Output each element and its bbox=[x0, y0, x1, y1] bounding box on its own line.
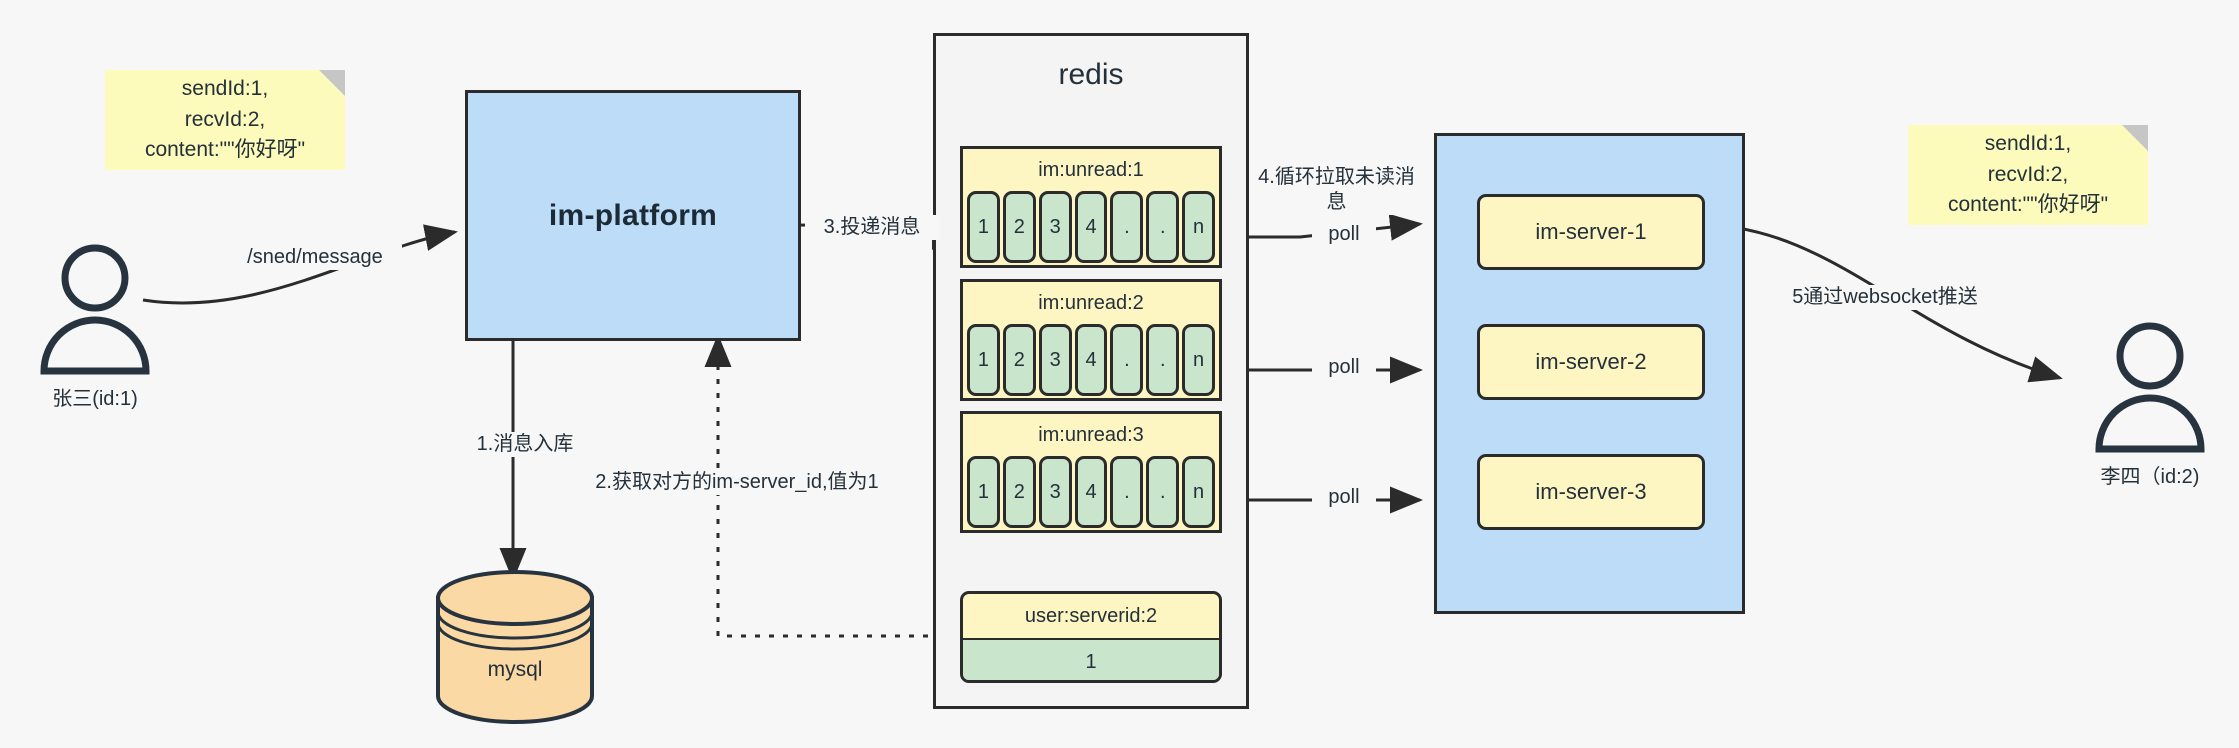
queue-cell[interactable]: 3 bbox=[1038, 324, 1072, 396]
queue-cell[interactable]: . bbox=[1146, 456, 1180, 528]
queue-cell[interactable]: 2 bbox=[1002, 324, 1036, 396]
redis-user-serverid-key: user:serverid:2 bbox=[963, 594, 1219, 640]
edge-label-step1: 1.消息入库 bbox=[448, 432, 602, 457]
note-fold-icon bbox=[2122, 125, 2148, 151]
sender-avatar bbox=[30, 240, 160, 375]
queue-cell[interactable]: 3 bbox=[1038, 191, 1072, 263]
queue-cell[interactable]: . bbox=[1110, 456, 1144, 528]
mysql-database[interactable]: mysql bbox=[430, 570, 600, 725]
im-server-1-label: im-server-1 bbox=[1535, 219, 1647, 244]
queue-cell[interactable]: 1 bbox=[967, 191, 1000, 263]
user-icon bbox=[40, 244, 150, 375]
edge-redis-kv-to-platform bbox=[704, 334, 956, 638]
edge-sender-to-platform bbox=[142, 224, 458, 305]
edge-label-step2: 2.获取对方的im-server_id,值为1 bbox=[570, 470, 904, 495]
im-server-2-label: im-server-2 bbox=[1535, 349, 1647, 374]
edge-label-step5: 5通过websocket推送 bbox=[1778, 285, 1992, 310]
edge-label-poll-1: poll bbox=[1312, 222, 1376, 247]
im-server-3-label: im-server-3 bbox=[1535, 479, 1647, 504]
receiver-label: 李四（id:2) bbox=[2100, 466, 2200, 488]
queue-cell[interactable]: 3 bbox=[1038, 456, 1072, 528]
im-server-3-box[interactable]: im-server-3 bbox=[1477, 454, 1705, 530]
im-server-1-box[interactable]: im-server-1 bbox=[1477, 194, 1705, 270]
queue-cell[interactable]: n bbox=[1182, 456, 1216, 528]
edge-label-poll-2: poll bbox=[1312, 355, 1376, 380]
edge-label-step4: 4.循环拉取未读消 息 bbox=[1252, 165, 1421, 215]
queue-cell[interactable]: . bbox=[1146, 191, 1180, 263]
redis-user-serverid-value: 1 bbox=[963, 640, 1219, 680]
redis-container: redis im:unread:1 1 2 3 4 . . n im:unrea… bbox=[933, 33, 1249, 709]
queue-cell[interactable]: 4 bbox=[1074, 456, 1108, 528]
im-platform-label: im-platform bbox=[548, 198, 718, 232]
queue-cell[interactable]: 4 bbox=[1074, 191, 1108, 263]
redis-queue-3-cells: 1 2 3 4 . . n bbox=[963, 456, 1219, 532]
user-icon bbox=[2095, 322, 2205, 453]
redis-user-serverid-entry[interactable]: user:serverid:2 1 bbox=[960, 591, 1222, 683]
sticky-note-left: sendId:1, recvId:2, content:""你好呀" bbox=[105, 70, 345, 170]
queue-cell[interactable]: n bbox=[1182, 191, 1216, 263]
redis-queue-2-key: im:unread:2 bbox=[1038, 292, 1144, 314]
redis-queue-1-key: im:unread:1 bbox=[1038, 159, 1144, 181]
sticky-note-right: sendId:1, recvId:2, content:""你好呀" bbox=[1908, 125, 2148, 225]
queue-cell[interactable]: 2 bbox=[1002, 456, 1036, 528]
redis-queue-1-cells: 1 2 3 4 . . n bbox=[963, 191, 1219, 267]
edge-label-send-message: /sned/message bbox=[228, 245, 402, 270]
redis-queue-1[interactable]: im:unread:1 1 2 3 4 . . n bbox=[960, 146, 1222, 268]
queue-cell[interactable]: 4 bbox=[1074, 324, 1108, 396]
redis-queue-3[interactable]: im:unread:3 1 2 3 4 . . n bbox=[960, 411, 1222, 533]
queue-cell[interactable]: . bbox=[1146, 324, 1180, 396]
edge-label-step3: 3.投递消息 bbox=[805, 215, 939, 240]
redis-queue-3-key: im:unread:3 bbox=[1038, 424, 1144, 446]
note-fold-icon bbox=[319, 70, 345, 96]
queue-cell[interactable]: 1 bbox=[967, 456, 1000, 528]
queue-cell[interactable]: 2 bbox=[1002, 191, 1036, 263]
database-cylinder-icon bbox=[436, 570, 594, 724]
sticky-note-right-text: sendId:1, recvId:2, content:""你好呀" bbox=[1947, 132, 2109, 217]
edge-label-poll-3: poll bbox=[1312, 485, 1376, 510]
queue-cell[interactable]: 1 bbox=[967, 324, 1000, 396]
im-server-2-box[interactable]: im-server-2 bbox=[1477, 324, 1705, 400]
sender-label: 张三(id:1) bbox=[52, 388, 138, 410]
mysql-label: mysql bbox=[487, 658, 543, 681]
queue-cell[interactable]: n bbox=[1182, 324, 1216, 396]
receiver-avatar bbox=[2085, 318, 2215, 453]
redis-title: redis bbox=[1058, 58, 1124, 91]
redis-queue-2[interactable]: im:unread:2 1 2 3 4 . . n bbox=[960, 279, 1222, 401]
queue-cell[interactable]: . bbox=[1110, 324, 1144, 396]
sticky-note-left-text: sendId:1, recvId:2, content:""你好呀" bbox=[144, 77, 306, 162]
redis-queue-2-cells: 1 2 3 4 . . n bbox=[963, 324, 1219, 400]
queue-cell[interactable]: . bbox=[1110, 191, 1144, 263]
im-platform-box[interactable]: im-platform bbox=[465, 90, 801, 341]
im-server-cluster: im-server-1 im-server-2 im-server-3 bbox=[1434, 133, 1745, 614]
